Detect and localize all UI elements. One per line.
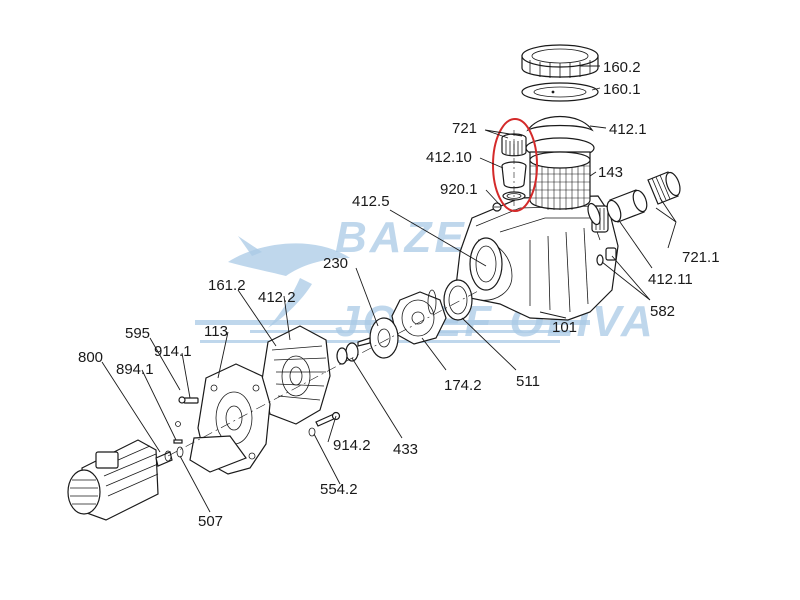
assembly-axis — [167, 130, 515, 457]
lid — [521, 82, 599, 102]
label-721-1: 721.1 — [682, 249, 720, 266]
label-101: 101 — [552, 319, 577, 336]
part-labels: 160.2 160.1 412.1 721 412.10 143 920.1 4… — [78, 59, 720, 530]
bolt-914-2 — [315, 411, 341, 427]
motor-bracket — [189, 363, 271, 475]
label-412-11: 412.11 — [648, 271, 693, 288]
washer-554-2 — [308, 427, 316, 437]
label-160-2: 160.2 — [603, 59, 641, 76]
label-914-2: 914.2 — [333, 437, 371, 454]
motor — [67, 439, 173, 521]
splash-ring-507 — [176, 446, 184, 458]
shaft-key — [173, 439, 183, 444]
label-113: 113 — [204, 323, 228, 340]
diffuser — [391, 291, 447, 345]
label-800: 800 — [78, 349, 103, 366]
label-160-1: 160.1 — [603, 81, 641, 98]
label-511: 511 — [516, 373, 540, 390]
leader-lines — [101, 65, 677, 513]
label-412-5: 412.5 — [352, 193, 390, 210]
label-595: 595 — [125, 325, 150, 342]
drain-plug — [596, 247, 617, 266]
lid-nut — [521, 44, 599, 78]
label-143: 143 — [598, 164, 623, 181]
label-161-2: 161.2 — [208, 277, 246, 294]
label-230: 230 — [323, 255, 348, 272]
label-582: 582 — [650, 303, 675, 320]
screw-920-1 — [492, 202, 502, 212]
label-174-2: 174.2 — [444, 377, 482, 394]
wear-ring — [443, 279, 473, 321]
washer-595 — [175, 421, 181, 427]
label-554-2: 554.2 — [320, 481, 358, 498]
impeller — [357, 317, 399, 359]
label-412-10: 412.10 — [426, 149, 472, 166]
seal-plate — [261, 325, 331, 425]
lid-o-ring — [526, 115, 594, 132]
label-914-1: 914.1 — [154, 343, 192, 360]
label-721: 721 — [452, 120, 477, 137]
label-412-1: 412.1 — [609, 121, 647, 138]
o-ring-412-5 — [427, 289, 437, 315]
highlight-ellipse — [492, 118, 538, 212]
mechanical-seal — [336, 342, 359, 365]
label-507: 507 — [198, 513, 223, 530]
bolt-914-1 — [178, 396, 199, 404]
label-894-1: 894.1 — [116, 361, 154, 378]
label-920-1: 920.1 — [440, 181, 478, 198]
suction-union — [587, 171, 681, 226]
watermark: BAZENY JOSEF OLIVA — [195, 213, 653, 346]
label-433: 433 — [393, 441, 418, 458]
label-412-2: 412.2 — [258, 289, 296, 306]
